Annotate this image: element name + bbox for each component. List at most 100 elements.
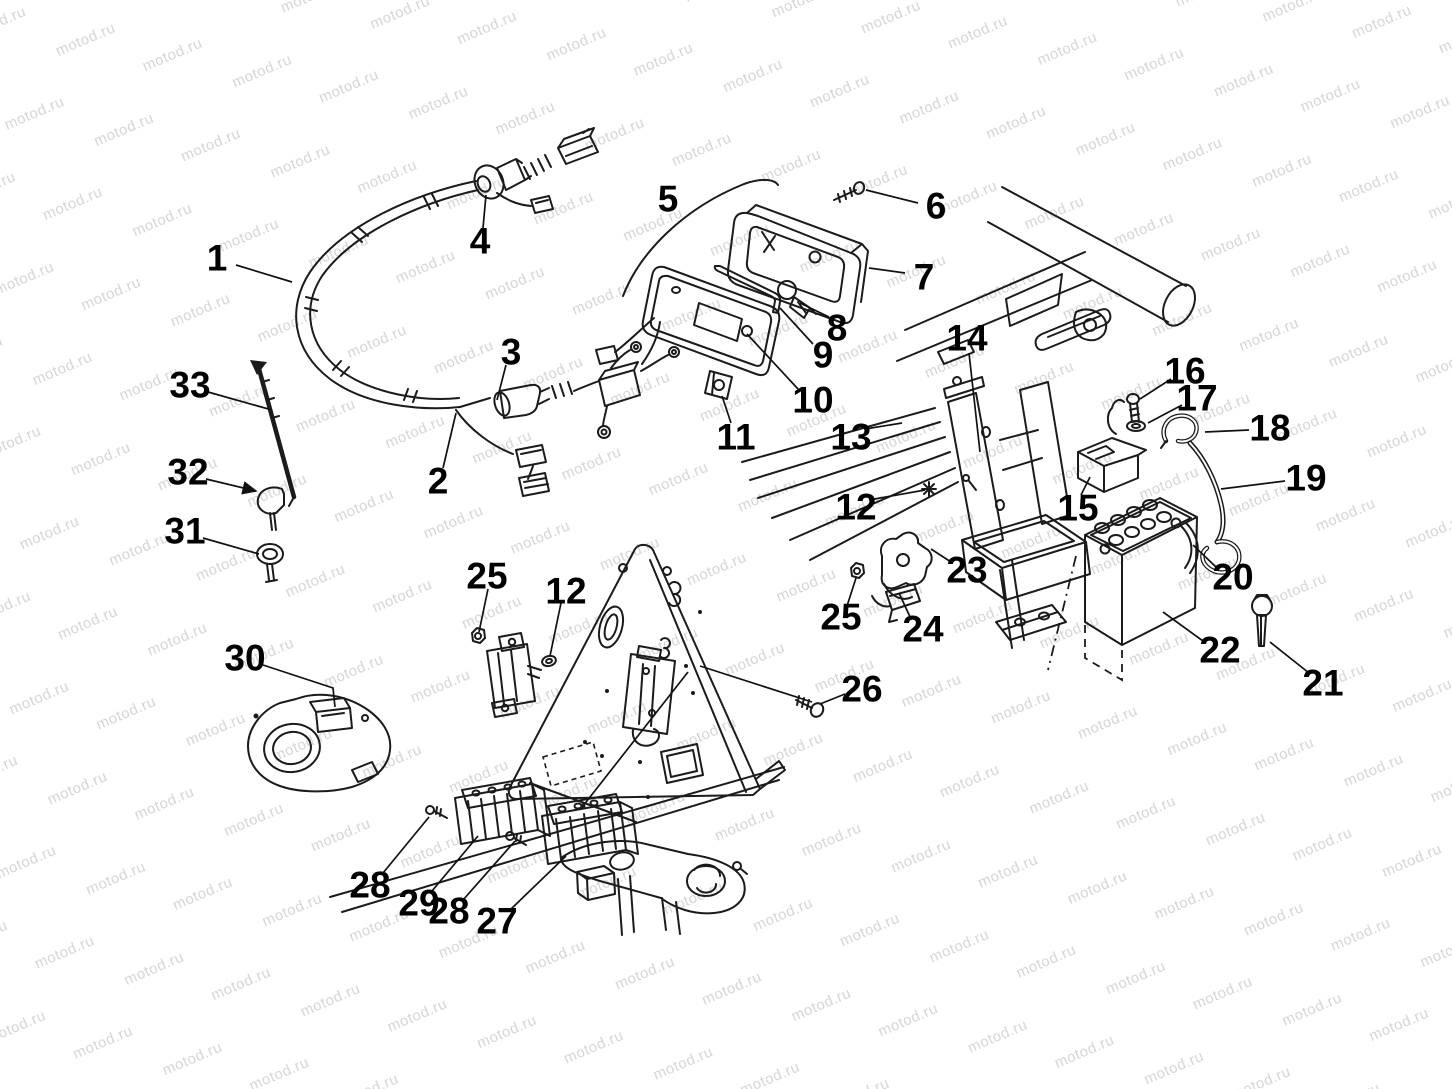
leader-line-13 <box>864 422 903 430</box>
leader-line-31 <box>202 537 260 555</box>
part-label-11: 11 <box>716 417 755 458</box>
leader-line-2 <box>442 412 457 469</box>
part-label-30: 30 <box>224 638 265 679</box>
leader-line-29 <box>431 835 479 892</box>
part-label-25: 25 <box>820 597 861 638</box>
leader-line-23 <box>930 548 952 563</box>
taillight-wire-5 <box>622 178 779 297</box>
part-label-2: 2 <box>428 461 449 502</box>
connector-4 <box>473 127 599 214</box>
part-label-17: 17 <box>1176 378 1217 419</box>
part-label-14: 14 <box>946 318 988 359</box>
leader-line-22 <box>1162 611 1204 642</box>
leader-line-27 <box>509 855 567 911</box>
leader-line-33 <box>207 391 273 411</box>
bracket-24 <box>871 583 913 608</box>
lower-frame <box>329 766 785 936</box>
nut-25 <box>850 562 865 579</box>
frame <box>741 186 1196 561</box>
key-bolt-21 <box>1251 594 1273 647</box>
leader-line-21 <box>1269 641 1310 674</box>
leader-line-18 <box>1204 429 1250 433</box>
leader-line-1 <box>235 264 293 283</box>
part-label-1: 1 <box>207 238 228 279</box>
part-label-5: 5 <box>658 179 679 220</box>
leader-line-25 <box>846 577 857 607</box>
harness-branch <box>455 317 680 497</box>
part-label-33: 33 <box>169 365 210 406</box>
leader-line-8 <box>799 302 830 318</box>
washer-12 <box>541 654 557 668</box>
leader-line-28 <box>382 816 430 874</box>
leader-line-3 <box>496 364 507 401</box>
wiring-harness <box>295 180 479 410</box>
part-label-16: 16 <box>1164 351 1205 392</box>
hook-rod-17 <box>1106 399 1146 435</box>
battery <box>1047 497 1199 682</box>
clamp-23 <box>880 531 933 590</box>
leader-line-32 <box>205 478 258 495</box>
part-label-32: 32 <box>167 452 208 493</box>
lens-10 <box>641 265 781 377</box>
part-label-4: 4 <box>470 221 491 262</box>
leader-line-28 <box>462 840 516 901</box>
leader-line-12 <box>868 489 926 501</box>
part-label-9: 9 <box>813 335 834 376</box>
leader-line-10 <box>746 333 799 390</box>
frame-rails-13 <box>741 407 959 561</box>
leader-line-17 <box>1147 404 1183 424</box>
part-label-26: 26 <box>841 669 882 710</box>
part-label-13: 13 <box>830 417 871 458</box>
part-label-31: 31 <box>164 511 205 552</box>
part-label-7: 7 <box>914 257 935 298</box>
leader-line-11 <box>721 395 732 424</box>
clamp-cluster <box>850 531 933 623</box>
washer-12-target <box>921 474 977 497</box>
bolt-16 <box>1126 393 1140 423</box>
clip <box>256 486 285 531</box>
part-label-6: 6 <box>926 186 947 227</box>
battery-strap-hardware <box>1106 393 1242 575</box>
part-label-12: 12 <box>545 571 586 612</box>
leader-line-25 <box>478 588 489 633</box>
leader-line-4 <box>482 194 487 229</box>
part-label-27: 27 <box>476 901 517 942</box>
part-label-22: 22 <box>1199 630 1240 671</box>
part-label-10: 10 <box>792 380 833 421</box>
cdi-boxes <box>425 777 639 865</box>
clip-11 <box>704 370 733 400</box>
cushion-15 <box>1077 437 1147 493</box>
leader-line-14 <box>968 352 981 453</box>
leader-lines <box>202 189 1310 911</box>
lamp-housing-7 <box>726 204 869 325</box>
mounting-plate <box>471 543 825 809</box>
leader-line-24 <box>898 592 912 620</box>
strap-19 <box>1187 440 1242 575</box>
ignition-coil <box>486 632 542 718</box>
part-label-23: 23 <box>946 550 987 591</box>
leader-line-12 <box>549 602 562 657</box>
part-label-28: 28 <box>349 865 390 906</box>
screw-6 <box>833 181 866 203</box>
leader-line-9 <box>779 307 814 345</box>
leader-line-19 <box>1220 480 1286 490</box>
part-label-29: 29 <box>398 883 439 924</box>
part-label-12: 12 <box>835 487 876 528</box>
leader-line-26 <box>819 693 846 705</box>
part-label-8: 8 <box>827 308 848 349</box>
part-label-20: 20 <box>1212 557 1253 598</box>
cdi-box-b <box>541 793 639 865</box>
part-label-18: 18 <box>1249 408 1290 449</box>
leader-line-15 <box>1080 476 1091 496</box>
coil-nut-25 <box>471 627 486 644</box>
gasket-9 <box>713 265 782 314</box>
swingarm-pivot <box>560 840 746 915</box>
hook-18 <box>1160 413 1199 449</box>
cable-tie <box>250 360 297 507</box>
part-label-21: 21 <box>1302 663 1343 704</box>
leader-line-30 <box>262 664 336 708</box>
